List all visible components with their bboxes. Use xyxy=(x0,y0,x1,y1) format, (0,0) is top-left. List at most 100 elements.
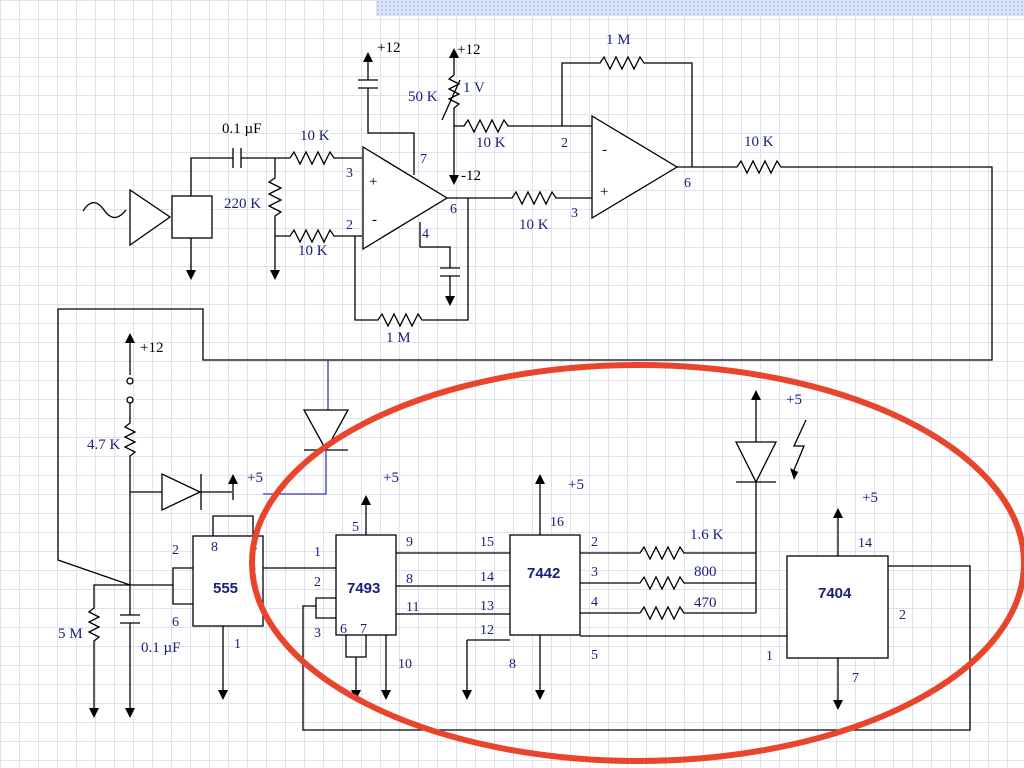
7442-pin-2: 2 xyxy=(591,535,598,550)
cap-input-label: 0.1 µF xyxy=(222,121,262,137)
r-timing-label: 5 M xyxy=(58,626,83,642)
7442-pin-14: 14 xyxy=(480,570,494,585)
op1-pin-7: 7 xyxy=(420,152,427,167)
7442-pin-12: 12 xyxy=(480,623,494,638)
7442-pin-3: 3 xyxy=(591,565,598,580)
7493-pin-8: 8 xyxy=(406,572,413,587)
7442-pin-8: 8 xyxy=(509,657,516,672)
7493-pin-5: 5 xyxy=(352,520,359,535)
supply-plus12-a: +12 xyxy=(377,40,400,56)
opamp-2: - + xyxy=(591,114,679,220)
op2-pin-3: 3 xyxy=(571,206,578,221)
supply-plus5-a: +5 xyxy=(247,470,263,486)
inverting-resistor xyxy=(275,228,362,244)
signal-diode xyxy=(263,360,350,495)
supply-plus5-b: +5 xyxy=(383,470,399,486)
decoder-7442 xyxy=(509,474,581,700)
r-led2-label: 800 xyxy=(694,564,717,580)
opamp2-feedback xyxy=(561,55,693,167)
opamp1-supply xyxy=(358,52,415,175)
opamp-1: + - xyxy=(362,145,449,251)
supply-plus5-e: +5 xyxy=(862,490,878,506)
timing-components xyxy=(87,584,140,718)
r-pullup-label: 4.7 K xyxy=(87,437,121,453)
timer-555 xyxy=(130,515,264,700)
counter-bus xyxy=(396,552,510,700)
opamp2-minus-sign: - xyxy=(602,142,607,158)
cap-timing-label: 0.1 µF xyxy=(141,640,181,656)
bias-resistor xyxy=(267,158,283,280)
r-stage2-label: 10 K xyxy=(519,217,549,233)
trigger-diode xyxy=(130,472,232,512)
r-bias-label: 220 K xyxy=(224,196,261,212)
supply-plus12-b: +12 xyxy=(457,42,480,58)
555-pin-6: 6 xyxy=(172,615,179,630)
r-input-label: 10 K xyxy=(300,128,330,144)
pot-label: 50 K xyxy=(408,89,438,105)
op1-pin-6: 6 xyxy=(450,202,457,217)
op2-pin-2: 2 xyxy=(561,136,568,151)
r-led1-label: 1.6 K xyxy=(690,527,724,543)
7404-pin-14: 14 xyxy=(858,536,872,551)
input-resistor xyxy=(289,150,362,166)
output-resistor xyxy=(57,159,993,586)
header-strip xyxy=(376,0,1024,16)
led-resistors xyxy=(580,482,757,621)
r-led3-label: 470 xyxy=(694,595,717,611)
7493-pin-2: 2 xyxy=(314,575,321,590)
r-feedback1-label: 1 M xyxy=(386,330,411,346)
7442-pin-15: 15 xyxy=(480,535,494,550)
supply-minus12: -12 xyxy=(461,168,481,184)
555-pin-2: 2 xyxy=(172,543,179,558)
chip-7493-label: 7493 xyxy=(347,580,380,597)
opamp1-feedback xyxy=(354,198,469,328)
reference-pot xyxy=(441,48,592,185)
r-out-label: 10 K xyxy=(744,134,774,150)
7442-pin-5: 5 xyxy=(591,648,598,663)
op1-pin-2: 2 xyxy=(346,218,353,233)
chip-7442-label: 7442 xyxy=(527,565,560,582)
opamp1-plus-sign: + xyxy=(369,174,377,190)
highlight-ellipse xyxy=(249,362,1024,764)
stage-link xyxy=(447,190,592,206)
555-pin-1: 1 xyxy=(234,637,241,652)
r-ref-label: 10 K xyxy=(476,135,506,151)
op2-pin-6: 6 xyxy=(684,176,691,191)
r-inv-label: 10 K xyxy=(298,243,328,259)
indicator-led xyxy=(734,390,807,484)
7442-pin-13: 13 xyxy=(480,599,494,614)
timer-supply xyxy=(228,474,238,500)
555-pin-8: 8 xyxy=(211,540,218,555)
opamp1-minus-sign: - xyxy=(372,212,377,228)
supply-plus5-d: +5 xyxy=(786,392,802,408)
7493-pin-1: 1 xyxy=(314,545,321,560)
op1-pin-4: 4 xyxy=(422,227,429,242)
chip-555-label: 555 xyxy=(213,580,238,597)
opamp1-vee-cap xyxy=(419,222,460,306)
7493-pin-7: 7 xyxy=(360,622,367,637)
opamp2-plus-sign: + xyxy=(600,184,608,200)
r-feedback2-label: 1 M xyxy=(606,32,631,48)
chip-7404-label: 7404 xyxy=(818,585,852,602)
op1-pin-3: 3 xyxy=(346,166,353,181)
ref-voltage-label: 1 V xyxy=(463,80,485,96)
7442-pin-16: 16 xyxy=(550,515,564,530)
7493-pin-6: 6 xyxy=(340,622,347,637)
counter-7493 xyxy=(315,495,397,700)
7442-pin-4: 4 xyxy=(591,595,598,610)
7493-pin-11: 11 xyxy=(406,600,419,615)
input-buffer xyxy=(129,188,213,280)
input-signal-wave xyxy=(82,201,127,219)
7404-pin-2: 2 xyxy=(899,608,906,623)
7404-pin-7: 7 xyxy=(852,671,859,686)
7493-pin-10: 10 xyxy=(398,657,412,672)
7493-pin-9: 9 xyxy=(406,535,413,550)
inverter-7404 xyxy=(302,508,971,731)
7404-pin-1: 1 xyxy=(766,649,773,664)
7493-pin-3: 3 xyxy=(314,626,321,641)
supply-plus5-c: +5 xyxy=(568,477,584,493)
pullup-network xyxy=(123,333,137,585)
supply-plus12-c: +12 xyxy=(140,340,163,356)
